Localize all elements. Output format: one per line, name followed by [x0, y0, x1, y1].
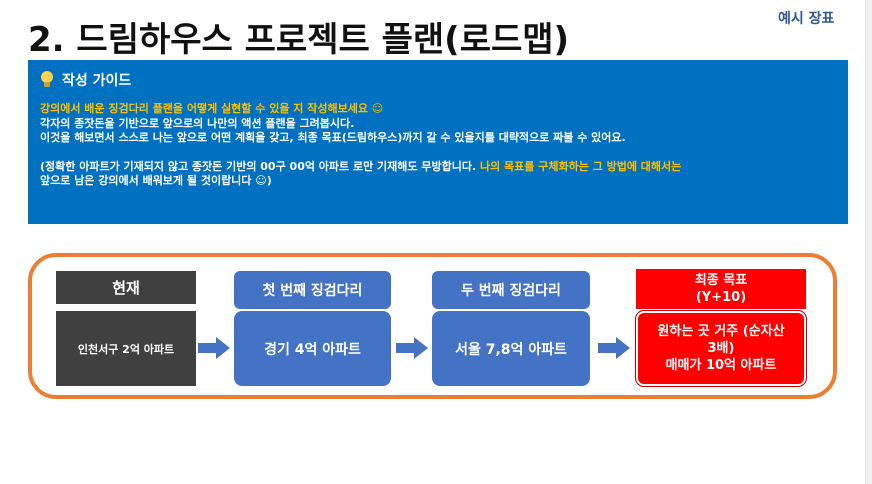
final-label: 최종 목표 (Y+10)	[636, 269, 806, 309]
guide-note-part1: (정확한 아파트가 기재되지 않고 종잣돈 기반의 00구 00억 아파트 로만…	[40, 159, 480, 173]
final-label-line2: (Y+10)	[695, 290, 747, 305]
example-tag: 예시 장표	[778, 11, 835, 27]
scrollbar[interactable]	[865, 0, 872, 484]
guide-line-3: 이것을 해보면서 스스로 나는 앞으로 어떤 계획을 갖고, 최종 목표(드림하…	[40, 131, 626, 144]
step1-value: 경기 4억 아파트	[234, 311, 391, 386]
guide-note-line: (정확한 아파트가 기재되지 않고 종잣돈 기반의 00구 00억 아파트 로만…	[40, 160, 836, 175]
step1-label: 첫 번째 징검다리	[234, 271, 391, 309]
final-value-line1: 원하는 곳 거주 (순자산	[657, 324, 785, 339]
lightbulb-icon	[40, 71, 54, 89]
guide-line-1: 강의에서 배운 징검다리 플랜을 어떻게 실현할 수 있을 지 작성해보세요 ☺	[40, 102, 384, 115]
current-label: 현재	[56, 271, 196, 304]
final-value-line2: 3배)	[707, 341, 735, 356]
guide-line-2: 각자의 종잣돈을 기반으로 앞으로의 나만의 액션 플랜을 그려봅시다.	[40, 116, 355, 130]
step2-value: 서울 7,8억 아파트	[432, 311, 590, 386]
current-value: 인천서구 2억 아파트	[56, 311, 196, 386]
arrow-right-icon	[396, 337, 428, 359]
roadmap-frame	[28, 253, 837, 399]
guide-heading: 작성 가이드	[62, 73, 132, 89]
guide-note-part3: 앞으로 남은 강의에서 배워보게 될 것이랍니다 ☺)	[40, 174, 272, 187]
guide-body: 강의에서 배운 징검다리 플랜을 어떻게 실현할 수 있을 지 작성해보세요 ☺…	[40, 102, 836, 189]
arrow-right-icon	[598, 337, 630, 359]
final-value: 원하는 곳 거주 (순자산 3배) 매매가 10억 아파트	[635, 310, 807, 387]
guide-box: 작성 가이드 강의에서 배운 징검다리 플랜을 어떻게 실현할 수 있을 지 작…	[28, 60, 848, 224]
page-title: 2. 드림하우스 프로젝트 플랜(로드맵)	[28, 20, 570, 60]
arrow-right-icon	[198, 337, 230, 359]
step2-label: 두 번째 징검다리	[432, 271, 590, 309]
guide-header: 작성 가이드	[40, 70, 836, 90]
final-value-line3: 매매가 10억 아파트	[665, 358, 777, 373]
final-label-line1: 최종 목표	[694, 273, 748, 288]
guide-note-part2: 나의 목표를 구체화하는 그 방법에 대해서는	[479, 159, 682, 173]
